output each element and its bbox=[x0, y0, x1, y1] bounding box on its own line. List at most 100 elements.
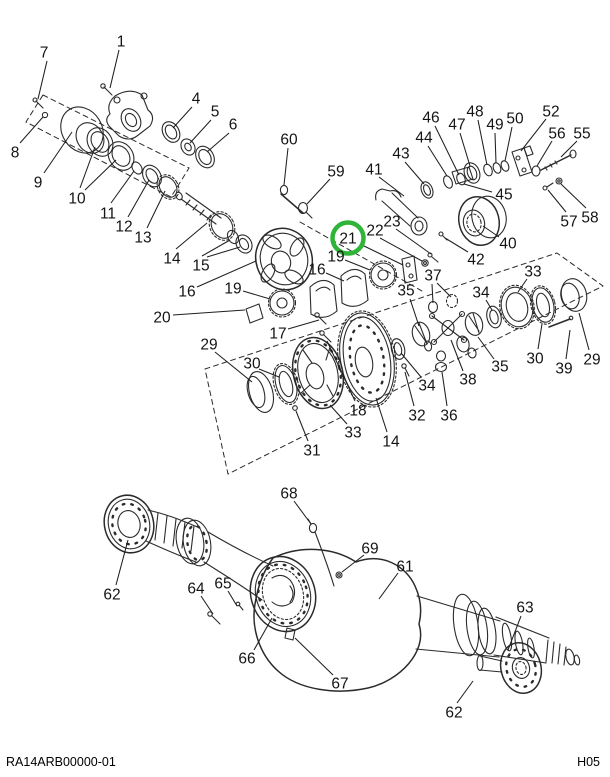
callout-13[interactable]: 13 bbox=[134, 230, 151, 247]
leader-line-62 bbox=[456, 680, 474, 704]
callout-16[interactable]: 16 bbox=[308, 262, 325, 279]
bearing-cap-16a bbox=[309, 279, 338, 318]
callout-5[interactable]: 5 bbox=[211, 104, 220, 121]
bearing-cup-29-left bbox=[247, 371, 275, 413]
callout-32[interactable]: 32 bbox=[408, 408, 425, 425]
callout-1[interactable]: 1 bbox=[117, 34, 126, 51]
callout-34[interactable]: 34 bbox=[418, 378, 436, 395]
ring-46 bbox=[456, 172, 466, 186]
shift-fork-41 bbox=[375, 188, 428, 236]
drive-pinion-14 bbox=[180, 192, 222, 225]
callout-6[interactable]: 6 bbox=[229, 117, 238, 134]
callout-14[interactable]: 14 bbox=[382, 434, 400, 451]
leader-line-20 bbox=[172, 309, 246, 316]
callout-35[interactable]: 35 bbox=[397, 283, 414, 300]
callout-22[interactable]: 22 bbox=[366, 223, 383, 240]
callout-16[interactable]: 16 bbox=[178, 284, 195, 301]
bolt-32 bbox=[401, 363, 407, 369]
callout-59[interactable]: 59 bbox=[327, 164, 344, 181]
callout-42[interactable]: 42 bbox=[467, 252, 484, 269]
leader-line-65 bbox=[227, 590, 238, 607]
callout-11[interactable]: 11 bbox=[100, 206, 116, 223]
callout-23[interactable]: 23 bbox=[383, 214, 400, 231]
leader-line-16 bbox=[325, 272, 345, 282]
callout-12[interactable]: 12 bbox=[115, 219, 132, 236]
callout-15[interactable]: 15 bbox=[192, 258, 209, 275]
callout-43[interactable]: 43 bbox=[392, 146, 409, 163]
callout-58[interactable]: 58 bbox=[581, 210, 598, 227]
callout-63[interactable]: 63 bbox=[516, 600, 533, 617]
leader-line-35 bbox=[477, 336, 495, 360]
callout-17[interactable]: 17 bbox=[269, 326, 286, 343]
leader-line-10 bbox=[79, 146, 96, 189]
callout-66[interactable]: 66 bbox=[238, 651, 255, 668]
ring-50 bbox=[500, 160, 510, 172]
callout-39[interactable]: 39 bbox=[555, 361, 572, 378]
leader-line-62 bbox=[115, 539, 129, 586]
leader-line-6 bbox=[206, 132, 230, 153]
callout-44[interactable]: 44 bbox=[415, 130, 433, 147]
leader-line-30 bbox=[537, 323, 543, 350]
callout-30[interactable]: 30 bbox=[526, 351, 544, 368]
callout-56[interactable]: 56 bbox=[548, 126, 565, 143]
leader-line-33 bbox=[517, 278, 528, 293]
callout-4[interactable]: 4 bbox=[192, 91, 201, 108]
bolt-1 bbox=[100, 83, 106, 89]
callout-38[interactable]: 38 bbox=[459, 372, 476, 389]
callout-33[interactable]: 33 bbox=[524, 264, 541, 281]
leader-line-9 bbox=[43, 131, 73, 174]
callout-69[interactable]: 69 bbox=[361, 541, 378, 558]
callout-68[interactable]: 68 bbox=[280, 486, 297, 503]
callout-61[interactable]: 61 bbox=[396, 559, 413, 576]
callout-21[interactable]: 21 bbox=[339, 231, 356, 248]
callout-35[interactable]: 35 bbox=[491, 359, 508, 376]
callout-29[interactable]: 29 bbox=[583, 352, 600, 369]
callout-18[interactable]: 18 bbox=[349, 403, 366, 420]
callout-19[interactable]: 19 bbox=[224, 281, 241, 298]
callout-19[interactable]: 19 bbox=[327, 249, 344, 266]
callout-7[interactable]: 7 bbox=[40, 45, 49, 62]
callout-48[interactable]: 48 bbox=[466, 104, 483, 121]
callout-64[interactable]: 64 bbox=[187, 581, 205, 598]
bearing-cup-29-right bbox=[560, 278, 588, 312]
callout-60[interactable]: 60 bbox=[280, 132, 298, 149]
callout-34[interactable]: 34 bbox=[472, 285, 490, 302]
callout-57[interactable]: 57 bbox=[560, 214, 577, 231]
callout-37[interactable]: 37 bbox=[424, 268, 441, 285]
bearing-cage-9 bbox=[60, 106, 104, 154]
callout-10[interactable]: 10 bbox=[68, 191, 86, 208]
callout-47[interactable]: 47 bbox=[448, 117, 465, 134]
callout-31[interactable]: 31 bbox=[303, 443, 320, 460]
bearing-cap-16b bbox=[340, 268, 369, 307]
callout-49[interactable]: 49 bbox=[486, 117, 503, 134]
callout-20[interactable]: 20 bbox=[153, 310, 171, 327]
callout-30[interactable]: 30 bbox=[243, 356, 261, 373]
callout-55[interactable]: 55 bbox=[573, 126, 590, 143]
callout-67[interactable]: 67 bbox=[331, 676, 348, 693]
leader-line-47 bbox=[459, 132, 471, 167]
callout-29[interactable]: 29 bbox=[200, 337, 217, 354]
leader-line-55 bbox=[560, 140, 578, 158]
callout-14[interactable]: 14 bbox=[163, 251, 181, 268]
callout-52[interactable]: 52 bbox=[542, 104, 559, 121]
callout-50[interactable]: 50 bbox=[506, 111, 524, 128]
drain-plug-67 bbox=[284, 627, 296, 641]
part-21-highlight-circle bbox=[330, 220, 366, 256]
callout-36[interactable]: 36 bbox=[440, 408, 457, 425]
callout-62[interactable]: 62 bbox=[445, 705, 462, 722]
nut-8 bbox=[41, 111, 49, 119]
callout-62[interactable]: 62 bbox=[103, 587, 120, 604]
callout-45[interactable]: 45 bbox=[495, 187, 512, 204]
callout-46[interactable]: 46 bbox=[422, 110, 439, 127]
callout-41[interactable]: 41 bbox=[365, 162, 382, 179]
callout-33[interactable]: 33 bbox=[344, 425, 361, 442]
callout-9[interactable]: 9 bbox=[34, 175, 43, 192]
leader-line-15 bbox=[206, 246, 241, 258]
differential-case-row-group bbox=[204, 252, 604, 475]
washer-11 bbox=[131, 161, 143, 175]
callout-8[interactable]: 8 bbox=[11, 145, 20, 162]
callout-40[interactable]: 40 bbox=[499, 236, 517, 253]
callout-65[interactable]: 65 bbox=[214, 576, 231, 593]
ring-48 bbox=[483, 163, 493, 177]
thrust-washer-20 bbox=[245, 303, 264, 324]
